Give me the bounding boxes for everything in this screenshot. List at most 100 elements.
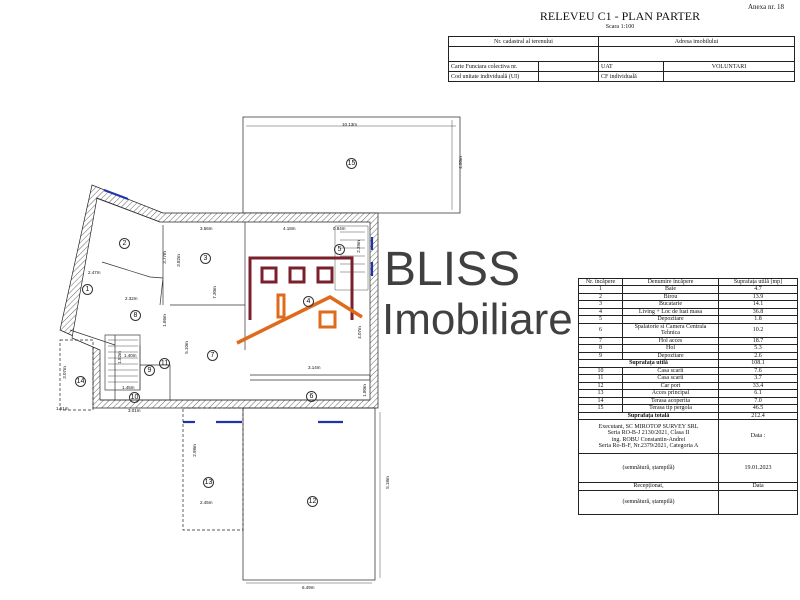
room-area: 3.7 — [718, 374, 798, 383]
room-number-marker: 15 — [346, 158, 357, 169]
dimension-label: 3.14m — [308, 365, 321, 370]
room-number: 10 — [578, 366, 623, 375]
dimension-label: 5.10m — [183, 341, 189, 354]
room-area: 7.0 — [718, 396, 798, 405]
dimension-label: 3.07m — [61, 366, 67, 379]
room-number: 7 — [578, 336, 623, 345]
room-name: Baie — [622, 285, 719, 294]
room-number-marker: 3 — [200, 253, 211, 264]
room-name: Casa scarii — [622, 366, 719, 375]
room-area: 46.5 — [718, 404, 798, 413]
room-number-marker: 9 — [144, 365, 155, 376]
room-name: Terasa acoperita — [622, 396, 719, 405]
room-area: 10.2 — [718, 322, 798, 338]
room-number-marker: 13 — [203, 477, 214, 488]
room-number: 14 — [578, 396, 623, 405]
scale-label: Scara 1:100 — [605, 24, 635, 30]
room-name: Bucatarie — [622, 300, 719, 309]
bliss-logo-mark — [236, 256, 363, 345]
room-number: 13 — [578, 389, 623, 398]
received-date-value — [718, 489, 798, 515]
room-number: 6 — [578, 322, 623, 338]
room-number: 4 — [578, 307, 623, 316]
dimension-label: 4.18m — [283, 226, 296, 231]
dimension-label: 5.18m — [384, 476, 390, 489]
col-header-name: Denumire încăpere — [622, 278, 719, 286]
room-area: 4.7 — [718, 285, 798, 294]
room-name: Spalatorie si Camera Centrala Tehnica — [622, 322, 719, 338]
terrace-13-outline — [182, 407, 244, 531]
room-number: 5 — [578, 315, 623, 324]
room-area: 13.9 — [718, 292, 798, 301]
room-area: 18.7 — [718, 336, 798, 345]
total-area-label: Suprafața totală — [578, 411, 719, 420]
dimension-label: 3.77m — [161, 251, 167, 264]
room-name: Depozitare — [622, 315, 719, 324]
col-header-area: Suprafața utilă [mp] — [718, 278, 798, 286]
total-area-value: 212.4 — [718, 411, 798, 420]
room-number-marker: 7 — [207, 350, 218, 361]
room-name: Acces principal — [622, 389, 719, 398]
room-area: 1.8 — [718, 315, 798, 324]
dimension-label: 2.39m — [355, 240, 361, 253]
executant-block: Executant, SC MIROTOP SURVEY SRL Seria R… — [578, 419, 719, 454]
room-number-marker: 10 — [129, 392, 140, 403]
executant-line: Seria RO-B-J 2130/2021, Clasa II — [607, 430, 690, 436]
dimension-label: 1.80m — [361, 384, 367, 397]
room-number: 3 — [578, 300, 623, 309]
dimension-label: 3.56m — [200, 226, 213, 231]
room-name: Depozitare — [622, 351, 719, 360]
room-number: 9 — [578, 351, 623, 360]
room-name: Birou — [622, 292, 719, 301]
annex-number: Anexa nr. 18 — [748, 3, 784, 11]
dimension-label: 4.07m — [356, 326, 362, 339]
room-area: 36.8 — [718, 307, 798, 316]
room-number-marker: 2 — [119, 238, 130, 249]
dimension-label: 1.40m — [124, 353, 137, 358]
room-number-marker: 11 — [159, 358, 170, 369]
terrace-12-outline — [242, 407, 376, 581]
room-name: Living + Loc de luat masa — [622, 307, 719, 316]
date-value: 19.01.2023 — [718, 453, 798, 483]
room-number-marker: 14 — [75, 376, 86, 387]
dimension-label: 3.01m — [128, 408, 141, 413]
room-name: Casa scarii — [622, 374, 719, 383]
room-area: 5.3 — [718, 344, 798, 353]
room-number-marker: 8 — [130, 310, 141, 321]
dimension-label: 2.47m — [88, 270, 101, 275]
room-number: 1 — [578, 285, 623, 294]
date-label: Data : — [718, 419, 798, 454]
col-header-nr: Nr. încăpere — [578, 278, 623, 286]
data-label: Data — [718, 482, 798, 491]
dimension-label: 1.45m — [122, 385, 135, 390]
dimension-label: 3.82m — [175, 254, 181, 267]
room-number: 11 — [578, 374, 623, 383]
dimension-label: 7.30m — [211, 286, 217, 299]
room-area: 14.1 — [718, 300, 798, 309]
useful-area-label: Suprafața utilă — [578, 359, 719, 368]
room-number-marker: 12 — [307, 496, 318, 507]
executant-line: Executant, SC MIROTOP SURVEY SRL — [598, 423, 699, 430]
room-number-marker: 6 — [306, 391, 317, 402]
room-name: Car port — [622, 381, 719, 390]
room-area: 7.6 — [718, 366, 798, 375]
room-number-marker: 4 — [303, 296, 314, 307]
room-number: 8 — [578, 344, 623, 353]
room-number: 2 — [578, 292, 623, 301]
executant-line: ing. ROBU Constantin-Andrei — [611, 436, 686, 443]
room-number-marker: 5 — [334, 244, 345, 255]
room-number-marker: 1 — [82, 284, 93, 295]
room-number: 12 — [578, 381, 623, 390]
dimension-label: 2.32m — [125, 296, 138, 301]
received-label: Recepționat, — [578, 482, 719, 491]
executant-line: Seria Ro-B-F, Nr.2379/2021, Categoria A — [598, 443, 699, 449]
